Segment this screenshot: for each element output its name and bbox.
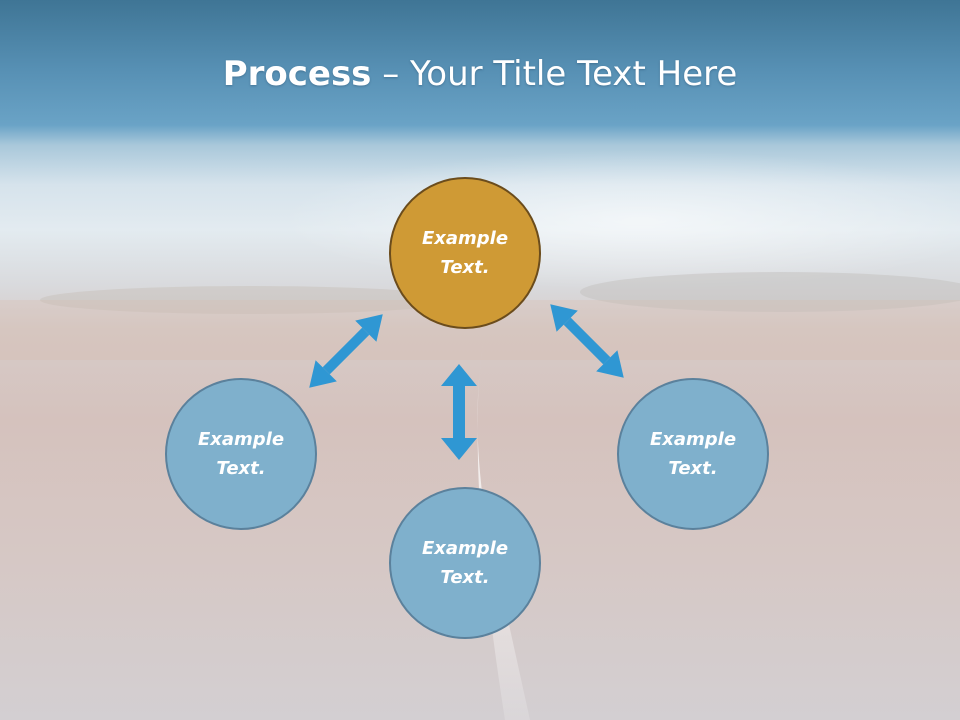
right-node-label: Example Text. [649,429,737,479]
title-strong: Process [222,54,372,94]
bottom-node-label: Example Text. [421,538,509,588]
right-node[interactable]: Example Text. [617,378,769,530]
title-rest: – Your Title Text Here [371,54,738,94]
left-node[interactable]: Example Text. [165,378,317,530]
bottom-node[interactable]: Example Text. [389,487,541,639]
left-node-label: Example Text. [197,429,285,479]
cloud-right [580,272,960,312]
slide-title: Process – Your Title Text Here [0,52,960,96]
center-node-label: Example Text. [421,228,509,278]
double-arrow-left-icon [309,314,383,388]
cloud-left [40,286,460,314]
center-node[interactable]: Example Text. [389,177,541,329]
double-arrow-vertical-icon [441,364,477,460]
double-arrow-right-icon [550,304,624,378]
